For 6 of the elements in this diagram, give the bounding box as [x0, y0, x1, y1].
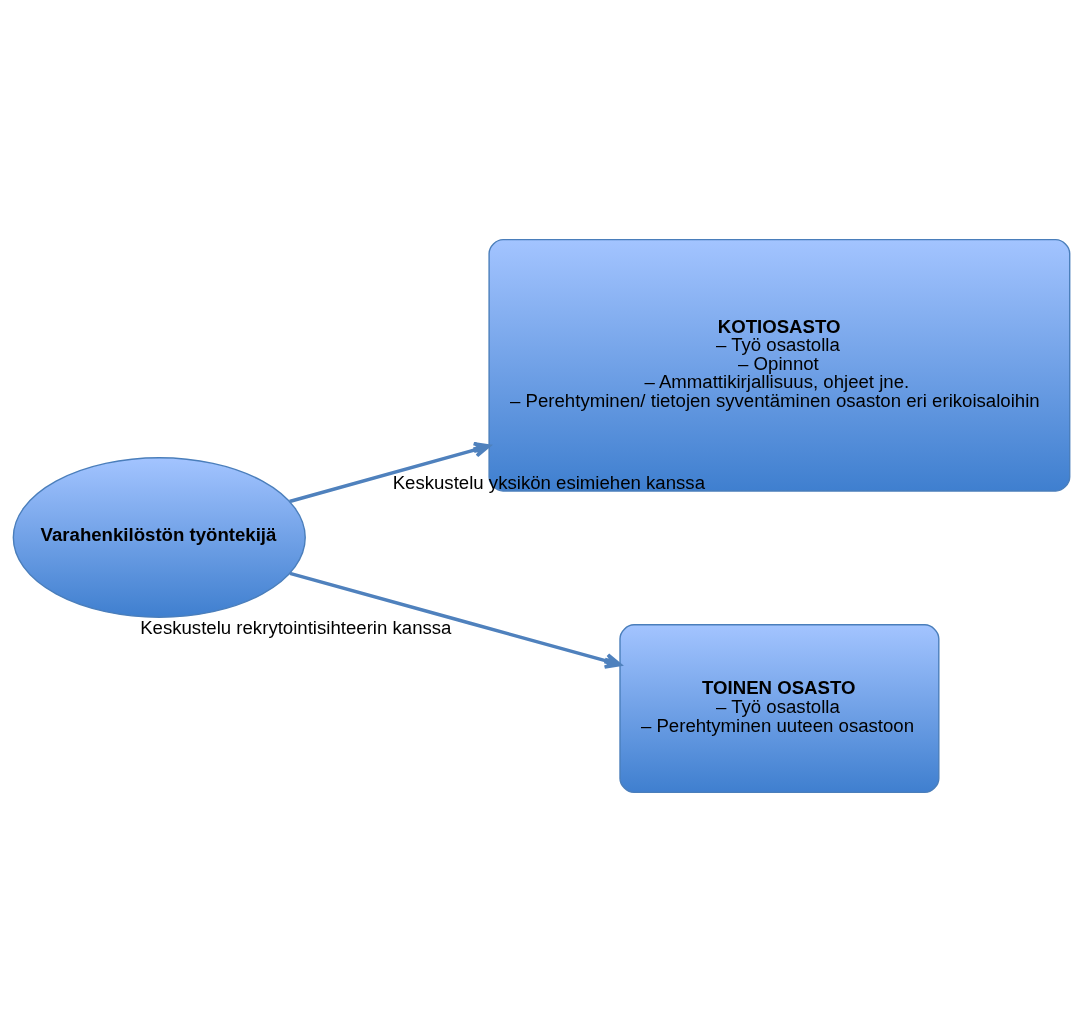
- edge-label: Keskustelu yksikön esimiehen kanssa: [392, 471, 706, 493]
- arrow: [289, 571, 622, 669]
- arrow: [289, 441, 491, 504]
- node-box: TOINEN OSASTO – Työ osastolla – Perehtyminen uuteen osastoon: [619, 624, 940, 794]
- edge-label: Keskustelu rekrytointisihteerin kanssa: [140, 616, 452, 638]
- node-ellipse: Varahenkilöstön työntekijä: [12, 457, 306, 618]
